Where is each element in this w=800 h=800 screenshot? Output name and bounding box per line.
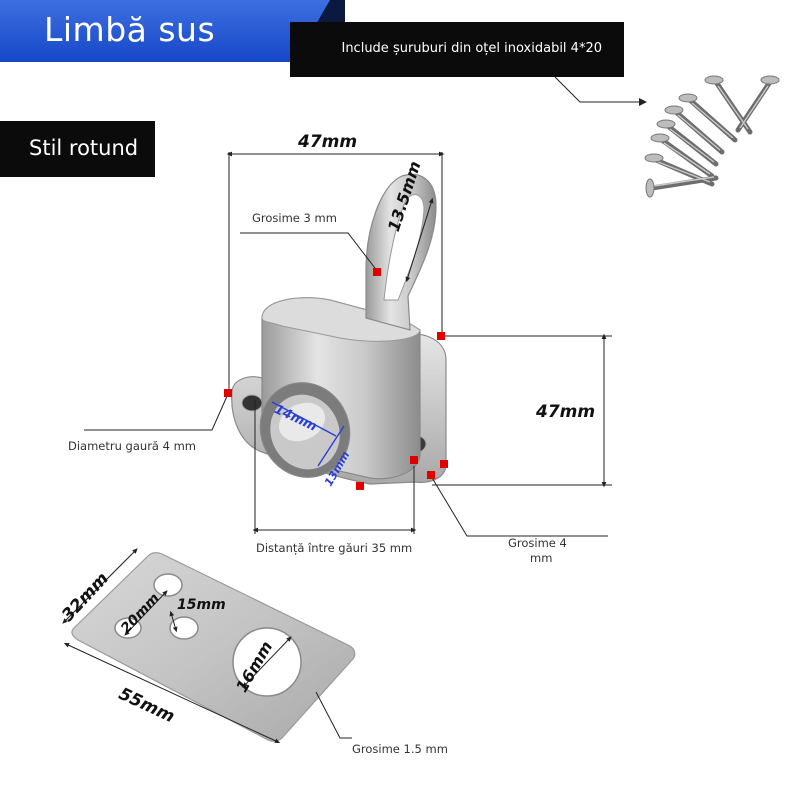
- screws-banner-text: Include șuruburi din oțel inoxidabil 4*2…: [341, 41, 602, 56]
- plate-thickness-label: Grosime 1.5 mm: [352, 742, 448, 756]
- latch-dimension-lines: [84, 151, 612, 537]
- screws-leader-line: [554, 76, 645, 103]
- strike-plate-image: [71, 552, 356, 742]
- plate-small-hole-label: 15mm: [177, 597, 226, 613]
- screws-banner: Include șuruburi din oțel inoxidabil 4*2…: [290, 22, 624, 77]
- hole-distance-label: Distanță între găuri 35 mm: [256, 541, 413, 555]
- hole-diameter-label: Diametru gaură 4 mm: [68, 439, 196, 453]
- style-badge-text: Stil rotund: [29, 136, 139, 160]
- plate-dimension-lines: [62, 548, 352, 744]
- screws-image: [644, 75, 780, 198]
- latch-height-label: 47mm: [536, 402, 596, 422]
- style-badge: Stil rotund: [0, 121, 155, 177]
- base-thickness-label: Grosime 4: [508, 536, 567, 550]
- ring-thickness-label: Grosime 3 mm: [252, 211, 337, 225]
- base-thickness-unit: mm: [530, 551, 553, 565]
- page-title: Limbă sus: [44, 10, 216, 49]
- latch-width-label: 47mm: [298, 132, 358, 152]
- title-banner: Limbă sus: [0, 0, 345, 62]
